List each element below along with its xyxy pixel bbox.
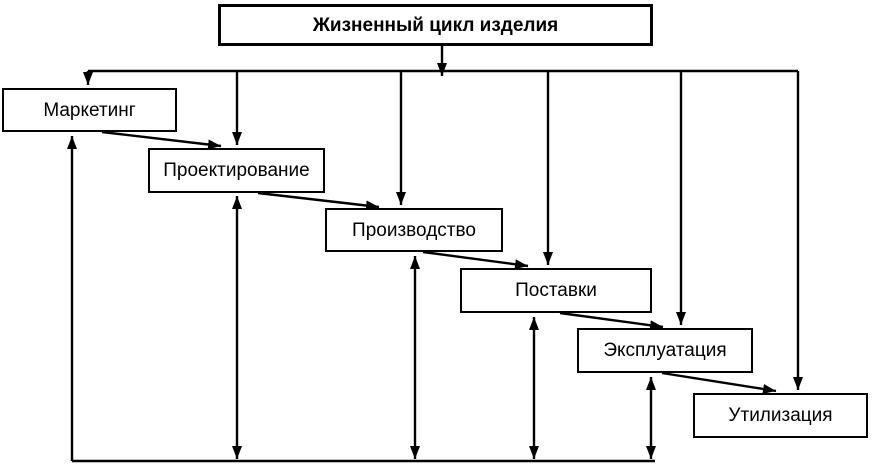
node-disposal: Утилизация (693, 393, 868, 438)
edge-operation-to-disposal (661, 371, 777, 394)
node-design: Проектирование (148, 148, 325, 193)
node-design-label: Проектирование (163, 160, 310, 181)
edge-marketing-to-design (101, 130, 222, 150)
node-marketing: Маркетинг (2, 88, 177, 132)
node-disposal-label: Утилизация (728, 405, 833, 426)
node-supply: Поставки (460, 268, 652, 313)
node-operation: Эксплуатация (577, 328, 753, 373)
node-marketing-label: Маркетинг (43, 99, 136, 121)
edge-supply-to-operation (559, 311, 664, 331)
diagram-title-box: Жизненный цикл изделия (218, 4, 653, 46)
edge-production-to-supply (422, 250, 529, 270)
node-operation-label: Эксплуатация (603, 340, 727, 361)
edge-design-to-production (257, 191, 380, 211)
node-production: Производство (325, 208, 503, 252)
diagram-title: Жизненный цикл изделия (312, 14, 559, 36)
node-production-label: Производство (352, 219, 476, 241)
node-supply-label: Поставки (515, 280, 597, 301)
